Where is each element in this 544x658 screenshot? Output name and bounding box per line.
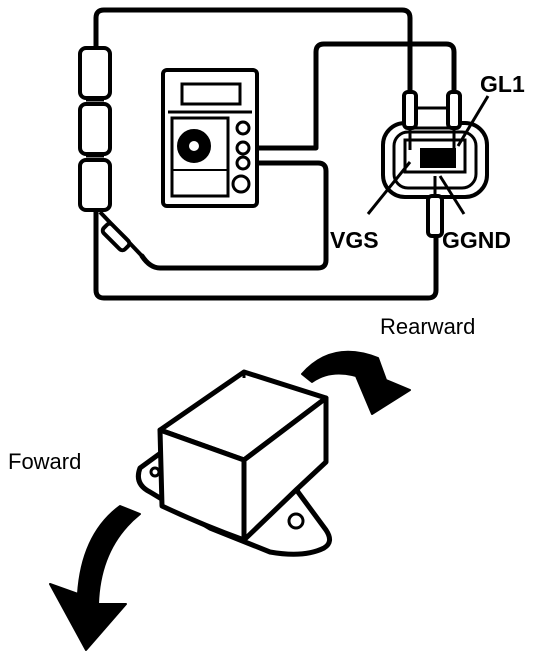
battery-cell (78, 46, 112, 100)
leader-vgs (366, 161, 412, 215)
meter-jack (235, 155, 251, 171)
rearward-arrow (301, 350, 411, 415)
label-ggnd: GGND (442, 227, 511, 253)
connector-probes (402, 90, 462, 238)
probe-vgs-top (402, 90, 418, 130)
sensor-unit (135, 369, 332, 557)
meter-jack (235, 120, 251, 136)
label-rearward: Rearward (380, 314, 475, 339)
label-gl1: GL1 (480, 71, 525, 97)
wire-meter-lower (139, 160, 329, 271)
mounting-hole (287, 512, 305, 530)
meter-jack (231, 174, 251, 194)
voltmeter (161, 68, 259, 208)
sensor-side-face (241, 395, 329, 543)
wire-top (93, 7, 413, 95)
test-circuit (93, 7, 457, 301)
meter-jack (235, 140, 251, 156)
battery-cell (78, 158, 112, 212)
label-vgs: VGS (330, 227, 379, 253)
foward-arrow (49, 505, 141, 651)
battery-pack (78, 46, 112, 212)
callout-leaders (366, 95, 490, 215)
battery-cell (78, 102, 112, 156)
wire-meter-to-gl1 (247, 41, 457, 151)
probe-gl1 (446, 90, 462, 130)
probe-ggnd (426, 194, 444, 238)
probe-lead (98, 210, 144, 258)
label-foward: Foward (8, 449, 81, 474)
leader-ggnd (438, 175, 466, 215)
wire-bottom (93, 207, 439, 301)
leader-gl1 (456, 95, 490, 147)
meter-display (180, 82, 242, 106)
